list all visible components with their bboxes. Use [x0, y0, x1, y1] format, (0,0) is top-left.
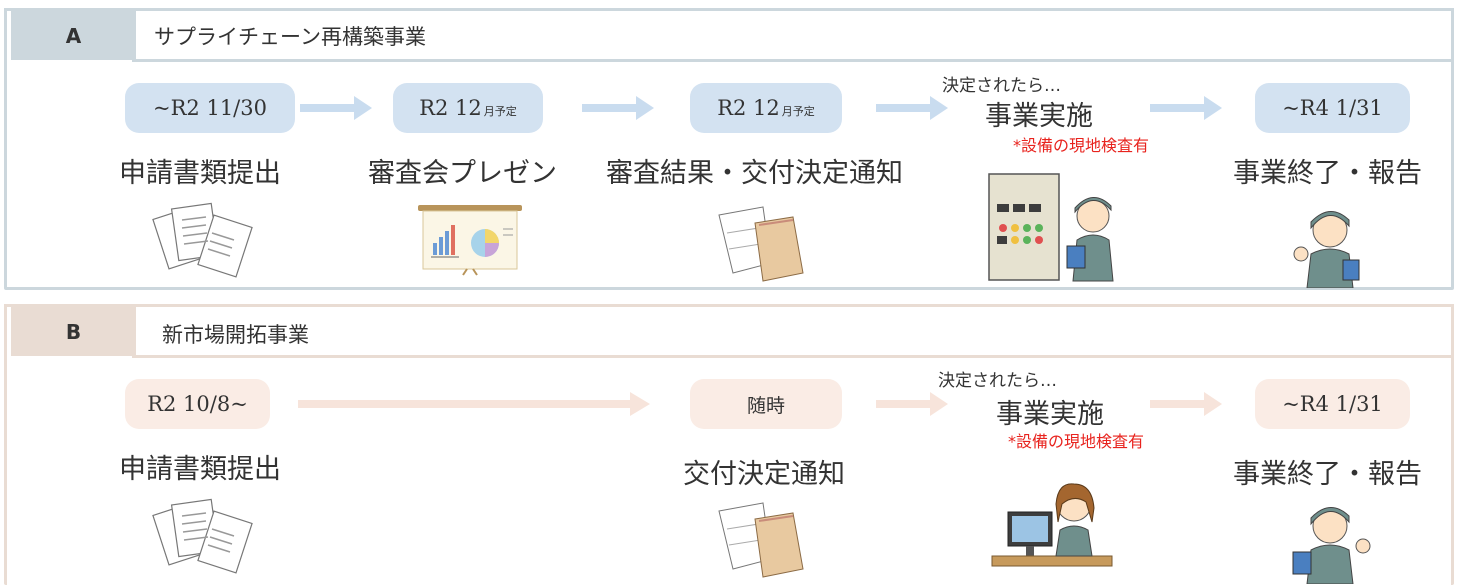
flow-arrow [582, 96, 654, 120]
documents-icon [152, 498, 253, 574]
pill-text: R2 12 [419, 96, 482, 120]
date-pill-application: ~R2 11/30 [125, 83, 295, 133]
envelope-icon [718, 502, 804, 578]
flow-arrow [1150, 392, 1222, 416]
decided-note: 決定されたら… [938, 371, 1057, 391]
pill-suffix: 月予定 [781, 105, 815, 118]
flow-arrow [1150, 96, 1222, 120]
pill-text: ~R4 1/31 [1282, 392, 1383, 416]
date-pill-end: ~R4 1/31 [1255, 83, 1410, 133]
section-letter: A [11, 11, 136, 60]
pill-text: ~R2 11/30 [153, 96, 267, 120]
section-a-header: A サプライチェーン再構築事業 [4, 8, 1454, 62]
step-label-implementation: 事業実施 [985, 101, 1093, 132]
inspection-note: *設備の現地検査有 [1008, 432, 1145, 451]
step-label-notification: 交付決定通知 [683, 459, 845, 490]
long-flow-arrow [298, 392, 650, 416]
envelope-icon [718, 206, 804, 282]
date-pill-end: ~R4 1/31 [1255, 379, 1410, 429]
step-label-application: 申請書類提出 [119, 454, 281, 485]
decided-note: 決定されたら… [942, 76, 1061, 96]
step-label-application: 申請書類提出 [119, 158, 281, 189]
date-pill-application: R2 10/8~ [125, 379, 270, 429]
flow-arrow [300, 96, 372, 120]
date-pill-anytime: 随時 [690, 379, 842, 429]
documents-icon [152, 202, 253, 278]
inspection-note: *設備の現地検査有 [1013, 136, 1150, 155]
step-label-result: 審査結果・交付決定通知 [606, 158, 903, 189]
step-label-presentation: 審査会プレゼン [368, 158, 557, 189]
step-label-end: 事業終了・報告 [1233, 459, 1422, 490]
step-label-implementation: 事業実施 [996, 399, 1104, 430]
presentation-board-icon [418, 205, 522, 276]
worker-at-control-panel-icon [988, 173, 1114, 282]
pill-text: R2 12 [717, 96, 780, 120]
flow-arrow [876, 96, 948, 120]
pill-text: ~R4 1/31 [1282, 96, 1383, 120]
step-label-end: 事業終了・報告 [1233, 158, 1422, 189]
section-title: サプライチェーン再構築事業 [154, 25, 426, 49]
section-title: 新市場開拓事業 [162, 323, 309, 347]
section-letter: B [11, 307, 136, 356]
pill-text: 随時 [746, 394, 785, 417]
section-b-header: B 新市場開拓事業 [4, 304, 1454, 358]
section-b: B 新市場開拓事業 R2 10/8~ 随時 ~R4 1/31 決定されたら… 事… [0, 304, 1454, 585]
pill-suffix: 月予定 [483, 105, 517, 118]
flow-arrow [876, 392, 948, 416]
pill-text: R2 10/8~ [147, 392, 248, 416]
worker-ok-sign-icon [1293, 211, 1360, 288]
woman-at-computer-icon [991, 483, 1113, 567]
worker-clipboard-icon [1292, 507, 1371, 584]
